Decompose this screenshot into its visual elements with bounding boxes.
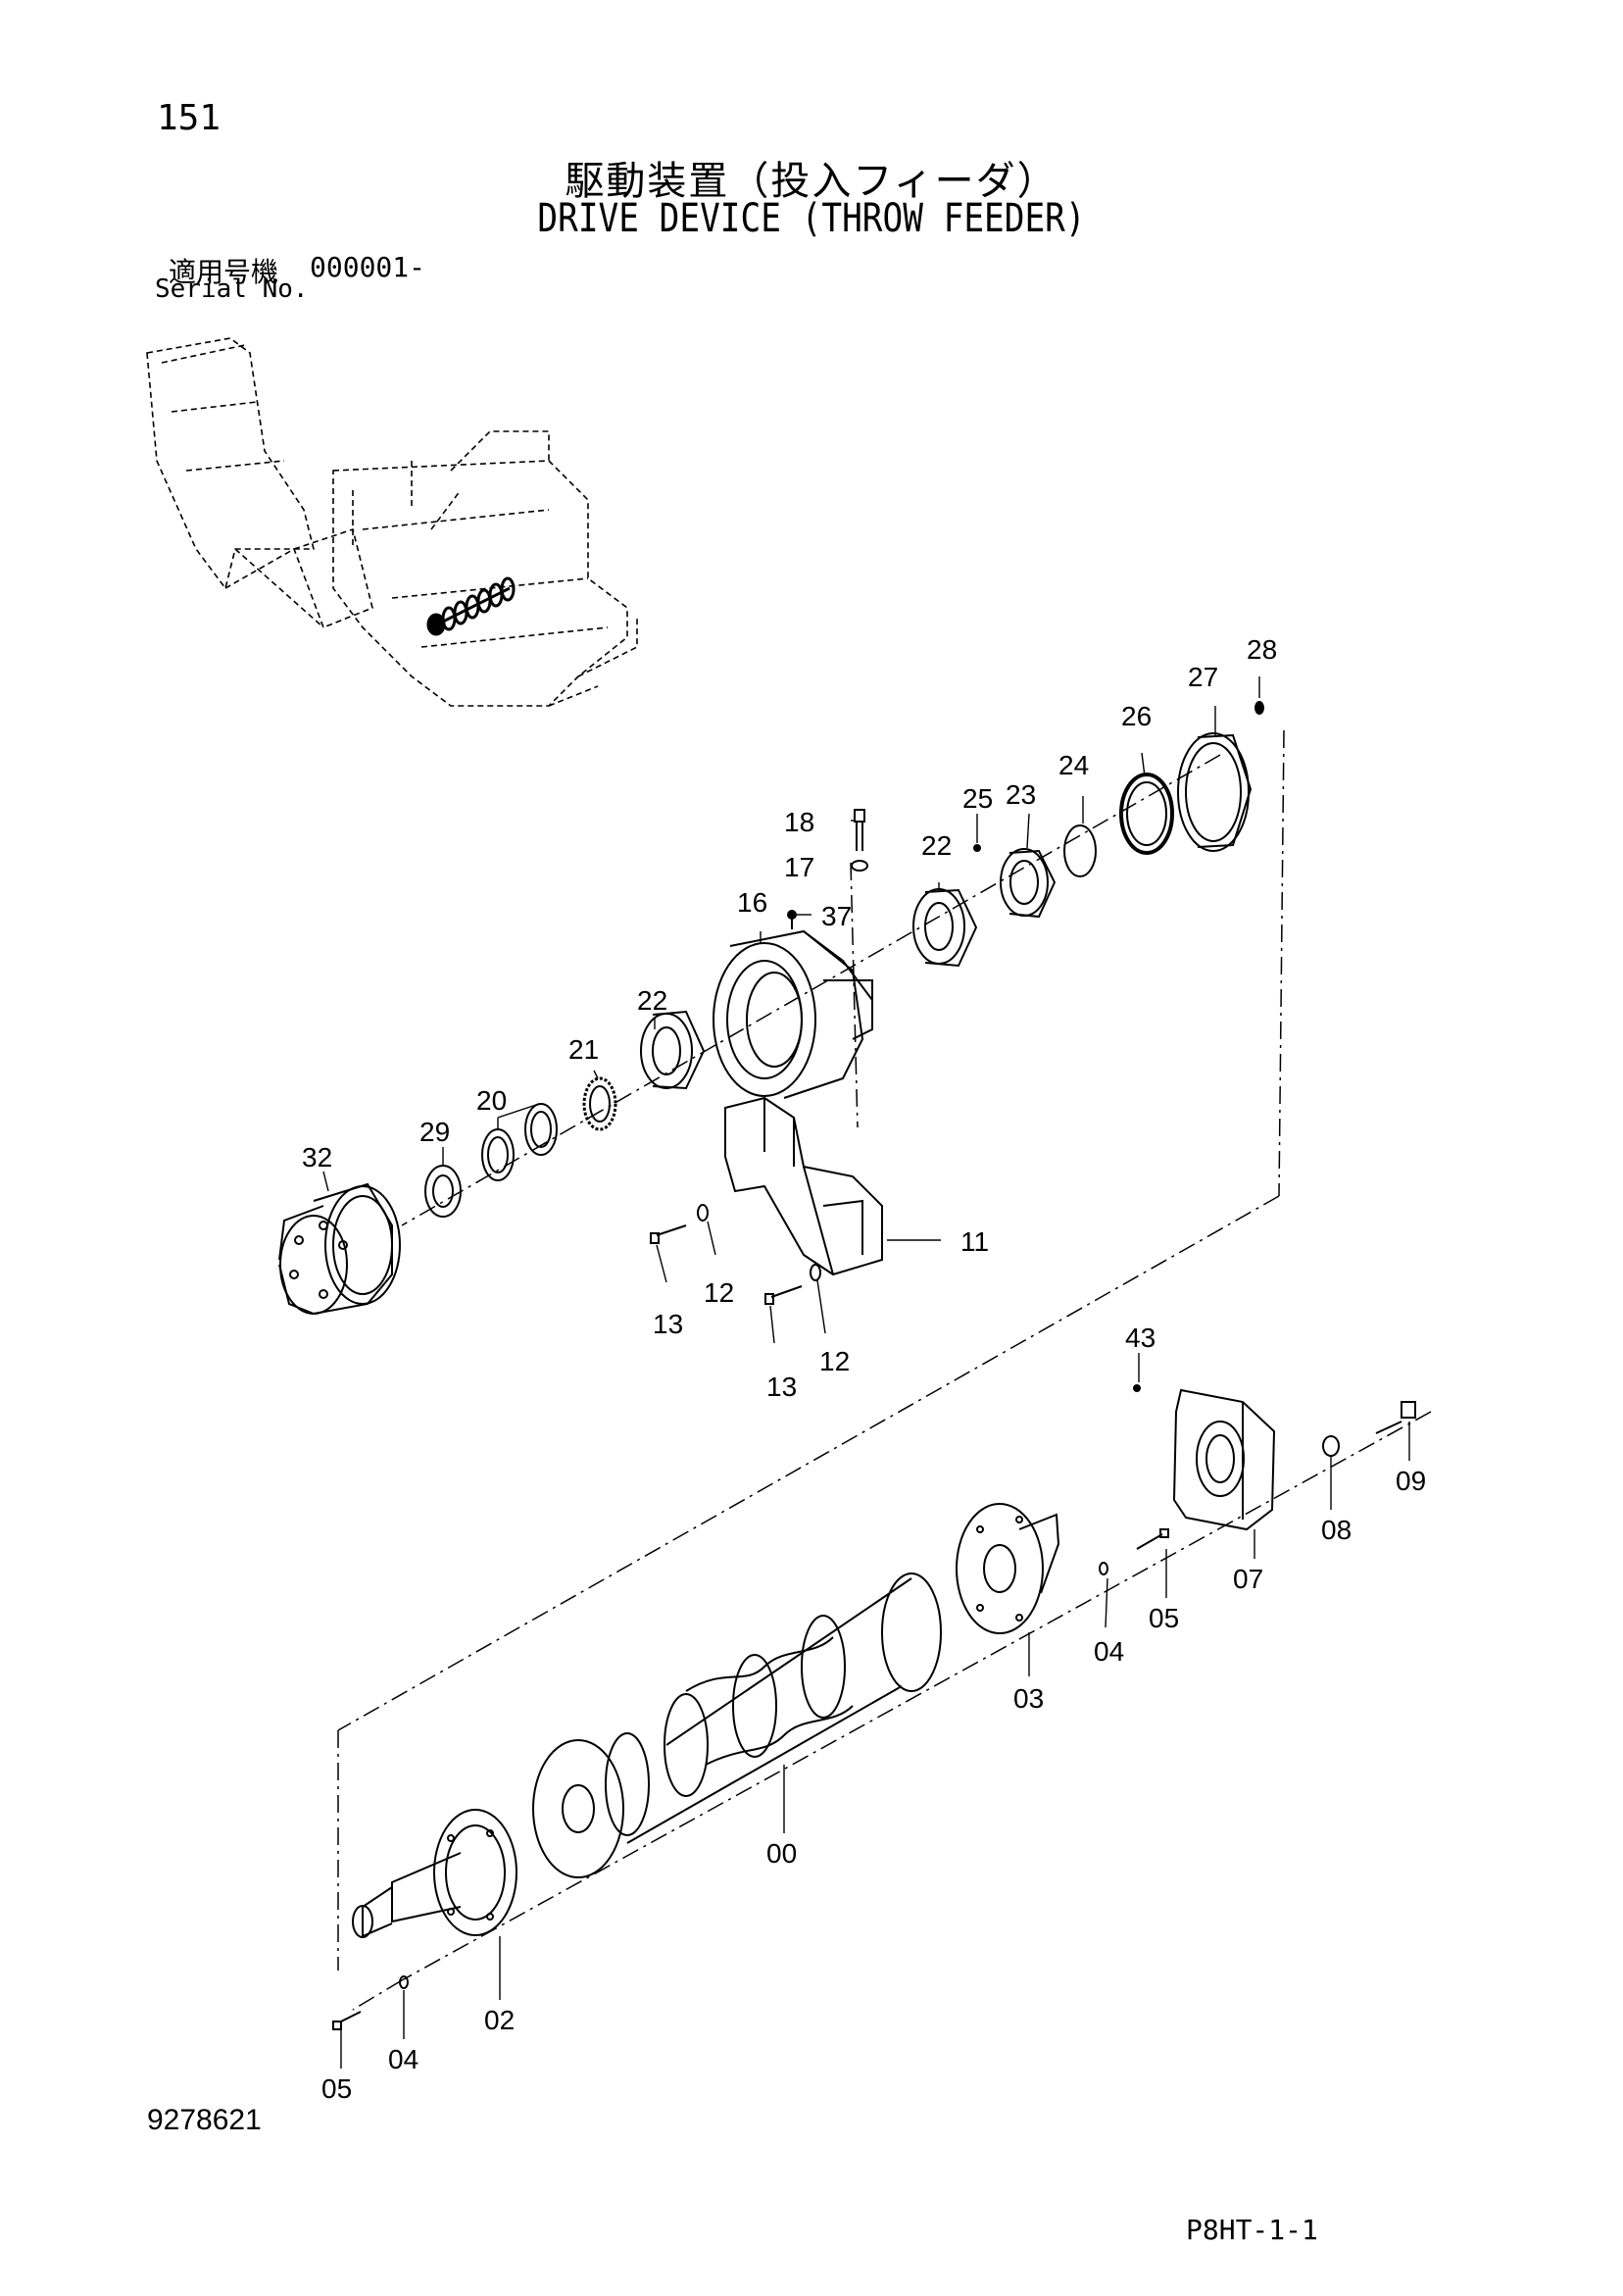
callout-24: 24 [1058,750,1089,780]
serial-value: 000001- [310,251,426,283]
callout-00: 00 [766,1838,797,1869]
part-02-stub-shaft [352,1809,517,1938]
callout-09: 09 [1396,1466,1426,1496]
callout-16: 16 [737,887,767,918]
callout-26: 26 [1121,701,1152,731]
part-21-lock-washer [582,1076,617,1131]
part-04-washer-upper [1099,1562,1108,1575]
callout-22-upper: 22 [921,830,952,861]
part-05-bolt-lower [332,2011,362,2030]
part-09-bolt [1375,1401,1416,1434]
page-number: 151 [157,98,221,138]
callout-11: 11 [960,1226,989,1257]
callout-05-lower: 05 [321,2073,352,2104]
callout-18: 18 [784,807,814,837]
title-japanese: 駆動装置（投入フィーダ） [565,159,1058,204]
part-17-washer [851,860,868,872]
callout-28: 28 [1247,634,1277,665]
part-28-screw [1254,701,1264,715]
serial-label-japanese: 適用号機 [169,256,279,288]
leader-lines [322,676,1410,2069]
part-05-bolt-upper [1136,1528,1169,1550]
machine-location-thumbnail [146,337,638,707]
callout-22-lower: 22 [637,985,667,1016]
part-00-screw-auger [532,1572,942,1878]
callout-27: 27 [1188,662,1218,692]
part-04-washer-lower [399,1975,409,1989]
callout-03: 03 [1013,1683,1044,1714]
callout-08: 08 [1321,1515,1352,1545]
callout-32: 32 [302,1142,332,1173]
title-english: DRIVE DEVICE (THROW FEEDER) [537,196,1086,241]
assembly-centerline-lower [352,1411,1432,2011]
part-26-snap-ring [1119,773,1174,855]
callout-13-a: 13 [653,1309,683,1339]
serial-label-english: Serial No. [155,275,309,304]
part-11-bracket [724,1096,883,1276]
part-08-washer [1322,1435,1340,1457]
part-13-bolt-a [650,1224,687,1244]
part-16-bearing-housing [713,929,873,1099]
part-13-bolt-b [764,1285,803,1305]
callout-23: 23 [1006,779,1036,810]
callout-13-b: 13 [766,1372,797,1402]
callout-02: 02 [484,2005,515,2035]
callout-37: 37 [821,901,852,931]
callout-05-upper: 05 [1149,1603,1179,1633]
page-code: P8HT-1-1 [1186,2214,1318,2246]
callout-20: 20 [476,1085,507,1116]
callout-12-b: 12 [819,1346,850,1376]
part-03-end-flange [956,1503,1060,1634]
callout-12-a: 12 [704,1277,734,1308]
part-32-hydraulic-motor [278,1182,401,1315]
part-29-collar [424,1165,462,1218]
callout-04-upper: 04 [1094,1636,1124,1667]
part-37-grease-nipple [787,910,797,929]
callout-25: 25 [962,783,993,814]
part-07-flange-bearing [1172,1388,1276,1531]
part-12-washer-b [810,1264,821,1281]
part-20-nut-b [481,1128,515,1181]
callout-43: 43 [1125,1323,1156,1353]
callout-04-lower: 04 [388,2044,418,2074]
part-18-bolt [854,809,865,851]
drawing-number: 9278621 [147,2104,262,2136]
part-22-bearing-lower [640,1010,706,1090]
part-24-ring [1063,824,1097,877]
callout-07: 07 [1233,1564,1263,1594]
part-20-nut-a [524,1103,558,1156]
callout-21: 21 [568,1034,599,1065]
auger-highlight-thumbnail [426,576,516,636]
part-23-bearing [1000,848,1057,919]
part-43-pin [1133,1384,1141,1392]
callout-numbers: 28 27 26 24 25 23 22 18 17 16 37 22 21 2… [302,634,1426,2104]
part-12-washer-a [697,1204,709,1222]
callout-17: 17 [784,852,814,882]
part-27-cover-plate [1177,732,1253,852]
part-25-pin [973,844,981,852]
callout-29: 29 [419,1117,450,1147]
